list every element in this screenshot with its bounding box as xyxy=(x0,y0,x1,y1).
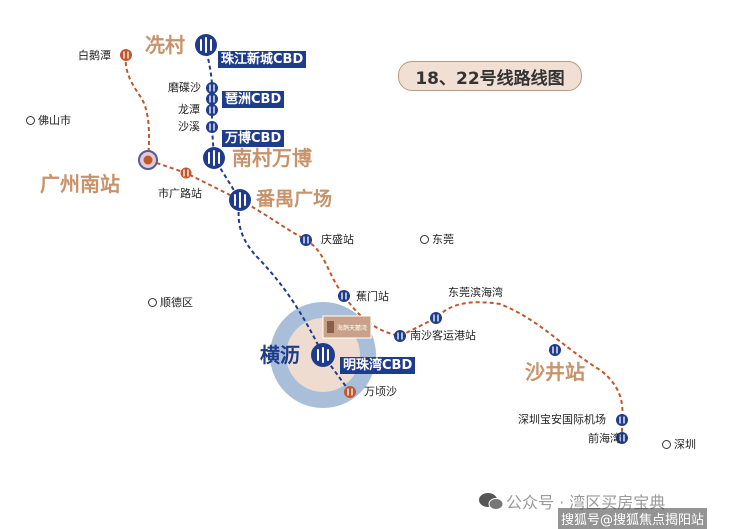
small-station-glyphs xyxy=(123,51,625,442)
label-dongguan-binhaiwan: 东莞滨海湾 xyxy=(448,286,503,299)
label-pazhou-cbd: 琶洲CBD xyxy=(222,91,285,108)
guangzhou-south-inner-icon xyxy=(143,155,153,165)
city-ring-icon xyxy=(420,235,429,244)
shenzhen-airport-station-icon[interactable] xyxy=(616,414,628,426)
qianhaiwan-station-icon[interactable] xyxy=(616,432,628,444)
shajing-station-icon[interactable] xyxy=(549,344,561,356)
label-mingzhuwan-cbd: 明珠湾CBD xyxy=(340,357,416,374)
label-jiaomen: 蕉门站 xyxy=(356,290,389,303)
city-shunde-label: 顺德区 xyxy=(160,296,193,309)
city-ring-icon xyxy=(662,440,671,449)
city-ring-icon xyxy=(26,116,35,125)
label-shaxi: 沙溪 xyxy=(178,120,200,133)
city-foshan-label: 佛山市 xyxy=(38,114,71,127)
label-panyu-guangchang: 番禺广场 xyxy=(256,188,333,210)
label-baiehtan: 白鹅潭 xyxy=(78,49,111,62)
label-wanqingsha: 万顷沙 xyxy=(364,385,397,398)
label-qianhaiwan: 前海湾 xyxy=(588,432,621,445)
label-xiancun: 冼村 xyxy=(145,33,185,57)
shaxi-station-icon[interactable] xyxy=(206,121,218,133)
sohu-watermark: 搜狐号@搜狐焦点揭阳站 xyxy=(558,508,708,529)
shiguanglu-station-icon[interactable] xyxy=(180,167,192,179)
label-qingsheng: 庆盛站 xyxy=(321,233,354,246)
label-shiguanglu: 市广路站 xyxy=(158,187,202,200)
project-marker[interactable] xyxy=(322,315,372,339)
city-foshan: 佛山市 xyxy=(26,112,71,128)
city-dongguan-label: 东莞 xyxy=(432,233,454,246)
label-zhujiang-cbd: 珠江新城CBD xyxy=(218,51,307,68)
map-title: 18、22号线路线图 xyxy=(398,61,582,91)
wanqingsha-station-icon[interactable] xyxy=(344,386,356,398)
metro-glyphs xyxy=(200,37,329,363)
city-shenzhen-label: 深圳 xyxy=(674,438,696,451)
qingsheng-station-icon[interactable] xyxy=(300,234,312,246)
label-shenzhen-airport: 深圳宝安国际机场 xyxy=(518,413,606,426)
wechat-icon xyxy=(479,493,504,510)
modiesha-station-icon[interactable] xyxy=(206,82,218,94)
pazhou-station-icon[interactable] xyxy=(206,93,218,105)
jiaomen-station-icon[interactable] xyxy=(338,290,350,302)
city-shenzhen: 深圳 xyxy=(662,436,696,452)
label-hengli: 横沥 xyxy=(260,343,300,367)
city-shunde: 顺德区 xyxy=(148,294,193,310)
dongguan-binhaiwan-station-icon[interactable] xyxy=(430,312,442,324)
project-label: 海鹊天麓湾 xyxy=(337,324,367,332)
label-longtan: 龙潭 xyxy=(178,103,200,116)
label-nancun-wanbo: 南村万博 xyxy=(232,146,312,170)
city-dongguan: 东莞 xyxy=(420,231,454,247)
label-nansha-port: 南沙客运港站 xyxy=(410,329,476,342)
project-logo-icon xyxy=(327,321,334,333)
wechat-watermark: 公众号 · 湾区买房宝典 xyxy=(506,493,666,512)
baiehtan-station-icon[interactable] xyxy=(120,49,132,61)
label-modiesha: 磨碟沙 xyxy=(168,81,201,94)
label-guangzhou-south: 广州南站 xyxy=(40,172,120,196)
label-wanbo-cbd: 万博CBD xyxy=(222,130,285,147)
longtan-station-icon[interactable] xyxy=(206,104,218,116)
label-shajing: 沙井站 xyxy=(525,360,585,384)
nansha-port-station-icon[interactable] xyxy=(394,330,406,342)
line-18-route xyxy=(205,44,351,393)
city-ring-icon xyxy=(148,298,157,307)
